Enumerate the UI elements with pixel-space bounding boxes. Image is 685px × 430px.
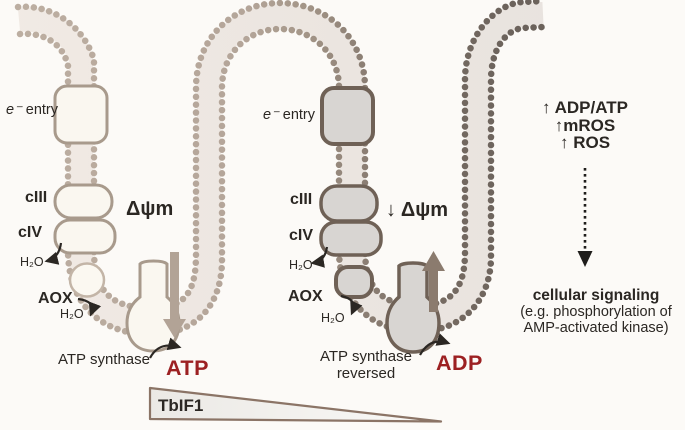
civ-label-right: cIV (289, 227, 314, 244)
cellular-signaling-note: (e.g. phosphorylation of AMP-activated k… (520, 304, 672, 336)
adp-consumption-arrow (419, 333, 451, 356)
ros-up-label: ↑ ROS (559, 133, 611, 152)
water-label-left-2: H₂O (60, 307, 84, 321)
electron-entry-complex-right (320, 86, 375, 146)
water-label-right-1: H₂O (289, 258, 313, 272)
cellular-signaling-title: cellular signaling (532, 287, 660, 304)
aox-water-arrow-left (77, 297, 102, 317)
mros-up-label: ↑mROS (554, 115, 616, 135)
signaling-dotted-arrow-head (577, 251, 593, 267)
adp-label: ADP (436, 351, 483, 375)
stress-readout-list: ↑ ADP/ATP ↑mROS ↑ ROS (505, 99, 665, 152)
proton-flux-up-arrow (422, 251, 445, 312)
tbif1-label: TbIF1 (158, 396, 204, 415)
atp-label: ATP (166, 356, 209, 380)
ciii-label-left: cIII (25, 189, 48, 206)
proton-flux-down-arrow (163, 252, 186, 338)
aox-complex-right (334, 265, 374, 299)
electron-symbol: e⁻ (263, 107, 279, 123)
aox-label-left: AOX (38, 290, 73, 307)
electron-entry-label-right: e⁻ entry (263, 107, 315, 123)
membrane-inner-leaflet-dots (16, 23, 547, 338)
aox-water-arrow-right (340, 294, 363, 316)
complex-ciii-left (53, 183, 114, 220)
complex-ciii-right (319, 184, 379, 223)
electron-entry-complex-left (53, 84, 109, 145)
electron-entry-label-left: e⁻ entry (6, 102, 58, 118)
tbif1-gradient-wedge (148, 386, 443, 423)
membrane-potential-label-right: ↓ Δψm (386, 199, 449, 221)
adp-atp-ratio-up-label: ↑ ADP/ATP (542, 98, 628, 117)
water-label-left-1: H₂O (20, 255, 44, 269)
electron-symbol: e⁻ (6, 102, 22, 118)
water-label-right-2: H₂O (321, 311, 345, 325)
complex-civ-right (319, 220, 383, 257)
aox-complex-left (68, 262, 106, 298)
aox-label-right: AOX (288, 288, 323, 305)
civ-water-arrow-right (310, 246, 329, 268)
membrane-potential-label-left: Δψm (126, 198, 174, 220)
complex-civ-left (53, 218, 117, 255)
atp-synthase-label-left: ATP synthase (58, 351, 150, 368)
ciii-label-right: cIII (290, 191, 313, 208)
civ-label-left: cIV (18, 224, 43, 241)
civ-water-arrow-left (44, 242, 63, 265)
atp-production-arrow (149, 337, 182, 359)
atp-synthase-reversed-label: ATP synthase reversed (320, 348, 412, 382)
membrane-outer-leaflet-dots (14, 0, 547, 312)
